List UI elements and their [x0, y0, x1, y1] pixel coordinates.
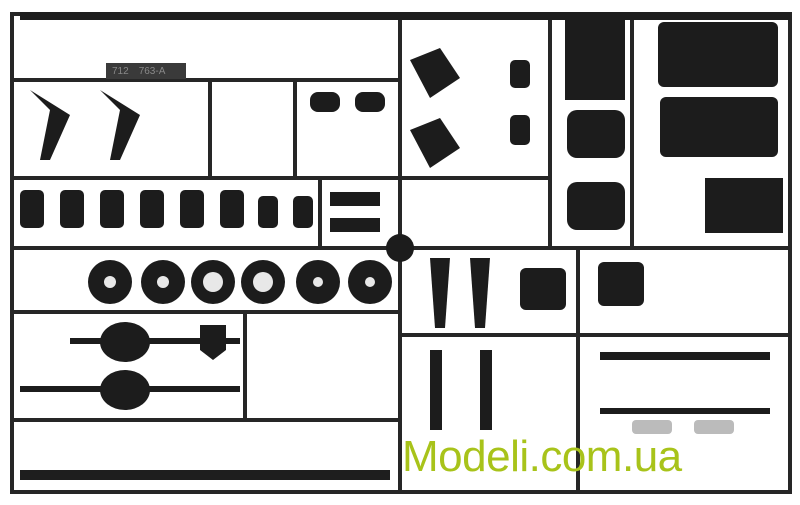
- watermark: Modeli.com.ua: [402, 432, 682, 481]
- sprue-tag: 712 763-A: [106, 63, 186, 79]
- sprue-part-number: 763-A: [138, 65, 166, 77]
- sprue-code: 712: [112, 65, 129, 77]
